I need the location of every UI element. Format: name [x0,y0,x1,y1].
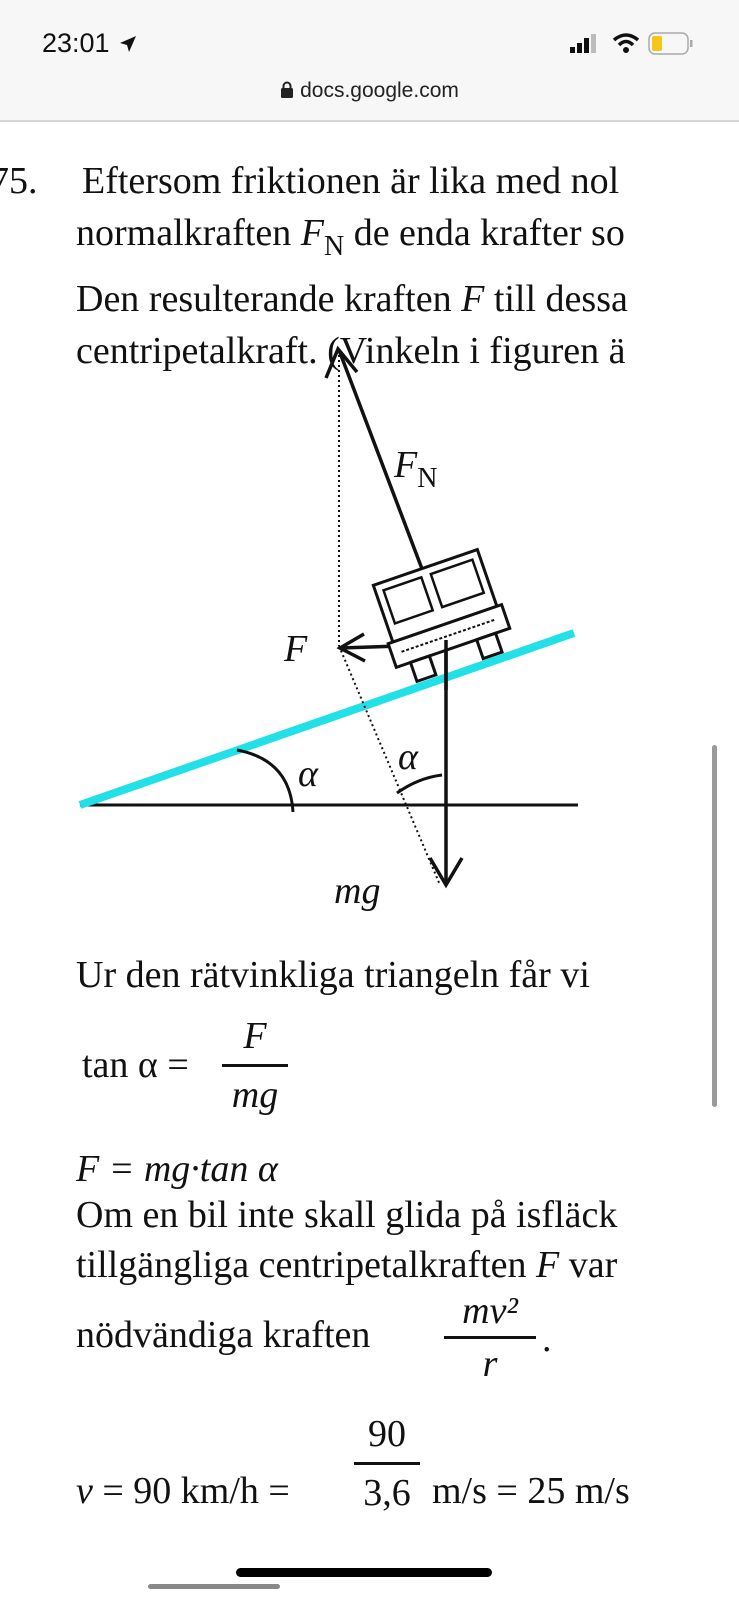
scrollbar[interactable] [712,745,717,1107]
battery-low-icon [648,32,693,55]
angle-arc [236,748,295,813]
label-resultant-force: F [284,628,308,670]
text-line: tillgängliga centripetalkraften F var [76,1244,618,1286]
incline-line [78,629,576,809]
text-line: Om en bil inte skall glida på isfläck [76,1194,618,1236]
problem-number: 75. [0,160,38,202]
equation-lhs: tan α = [82,1044,189,1086]
angle-arc [396,773,443,795]
fraction: 90 3,6 [354,1412,420,1515]
label-alpha: α [398,736,418,778]
dotted-line [338,645,441,886]
fraction: F mg [222,1014,288,1117]
variable-v: v [76,1470,93,1512]
car-icon [371,547,512,684]
equation: F = mg·tan α [76,1148,278,1190]
wifi-icon [612,33,640,53]
period: . [542,1318,552,1360]
text-line: nödvändiga kraften [76,1314,371,1356]
force-diagram [78,345,578,889]
home-indicator[interactable] [236,1568,492,1577]
text-line: Eftersom friktionen är lika med nol [82,160,620,202]
cellular-signal-icon [570,34,596,53]
text-line: normalkraften FN de enda krafter so [76,212,625,262]
equation-rhs: m/s = 25 m/s [432,1470,630,1512]
arrowhead [324,345,359,379]
status-bar: 23:01 docs.google.com [0,0,739,122]
arrowhead [336,632,366,663]
location-arrow-icon [120,36,136,52]
fraction-bar-partial [148,1584,280,1589]
url-text: docs.google.com [300,79,459,102]
url-bar[interactable]: docs.google.com [0,79,739,103]
normal-force-arrow [337,349,432,591]
arrowhead [428,857,464,889]
fraction: mv² r [444,1292,536,1383]
label-alpha: α [298,753,318,795]
text-line: Ur den rätvinkliga triangeln får vi [76,954,590,996]
clock: 23:01 [42,28,110,58]
label-mg: mg [334,870,381,912]
lock-icon [281,81,294,98]
text-line: Den resulterande kraften F till dessa [76,278,628,320]
equation-lhs: v = 90 km/h = [76,1470,290,1512]
label-normal-force: FN [394,444,438,494]
